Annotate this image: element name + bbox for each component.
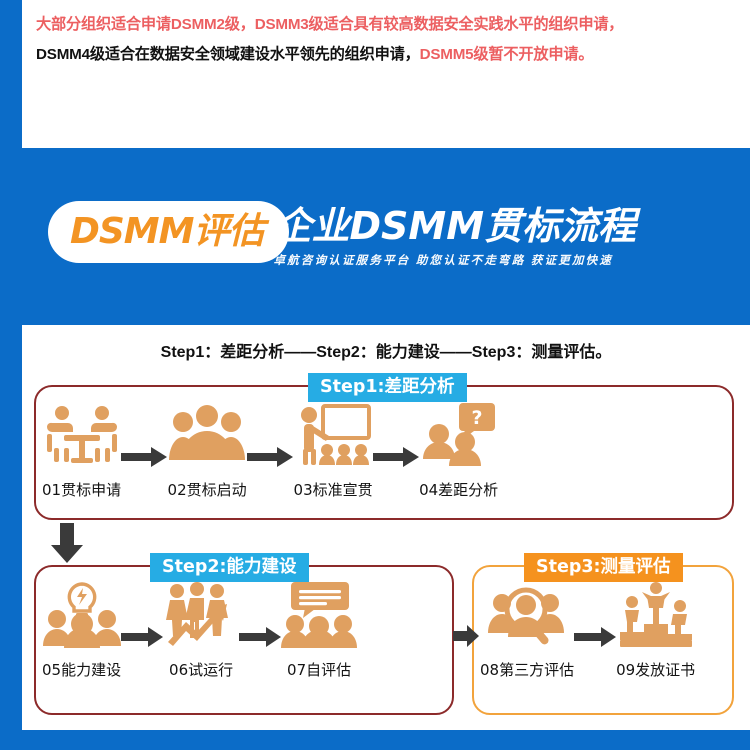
people-growth-arrow-icon xyxy=(163,577,239,653)
arrow-right-icon xyxy=(239,627,282,652)
step2-badge: Step2:能力建设 xyxy=(150,553,309,582)
banner-title: 企业DSMM贯标流程 xyxy=(273,204,637,248)
people-question-icon: ? xyxy=(421,397,497,473)
podium-winners-icon xyxy=(618,577,694,653)
flow-item: 07自评估 xyxy=(281,577,358,680)
flow-item: ? 04差距分析 xyxy=(419,397,498,500)
flow-item-label: 02贯标启动 xyxy=(167,481,247,499)
step1-badge: Step1:差距分析 xyxy=(308,373,467,402)
flow-item: 02贯标启动 xyxy=(167,397,247,500)
notice-line-1: 大部分组织适合申请DSMM2级，DSMM3级适合具有较高数据安全实践水平的组织申… xyxy=(36,10,736,40)
flow-item-label: 06试运行 xyxy=(169,661,234,679)
presentation-training-icon xyxy=(293,397,373,473)
banner-content: DSMM评估 企业DSMM贯标流程 卓航咨询认证服务平台 助您认证不走弯路 获证… xyxy=(48,201,636,268)
step1-items: 01贯标申请 xyxy=(42,397,726,500)
arrow-down-icon xyxy=(50,523,84,568)
flow-item-label: 05能力建设 xyxy=(42,661,122,679)
notice-line-2: DSMM4级适合在数据安全领域建设水平领先的组织申请，DSMM5级暂不开放申请。 xyxy=(36,40,736,70)
flow-item-label: 04差距分析 xyxy=(419,481,499,499)
arrow-right-icon xyxy=(574,627,617,652)
arrow-right-icon xyxy=(121,446,168,473)
notice-line-2-black-text: DSMM4级适合在数据安全领域建设水平领先的组织申请， xyxy=(36,46,420,63)
flow-item: 09发放证书 xyxy=(616,577,695,680)
banner-subtitle: 卓航咨询认证服务平台 助您认证不走弯路 获证更加快速 xyxy=(273,255,614,267)
notice-text-block: 大部分组织适合申请DSMM2级，DSMM3级适合具有较高数据安全实践水平的组织申… xyxy=(22,0,750,70)
flow-item-label: 01贯标申请 xyxy=(42,481,122,499)
lightbulb-people-icon xyxy=(42,577,121,653)
meeting-table-icon xyxy=(44,397,120,473)
step3-items: 08第三方评估 xyxy=(480,577,726,680)
banner-title-group: 企业DSMM贯标流程 卓航咨询认证服务平台 助您认证不走弯路 获证更加快速 xyxy=(273,201,636,268)
arrow-right-icon xyxy=(247,446,294,473)
svg-text:?: ? xyxy=(471,407,482,429)
flow-item: 06试运行 xyxy=(163,577,239,680)
arrow-right-icon xyxy=(453,625,479,652)
flow-card: Step1：差距分析——Step2：能力建设——Step3：测量评估。 Step… xyxy=(22,325,750,730)
magnifier-people-icon xyxy=(488,577,566,653)
flow-item: 05能力建设 xyxy=(42,577,121,680)
step3-badge: Step3:测量评估 xyxy=(524,553,683,582)
notice-card: 大部分组织适合申请DSMM2级，DSMM3级适合具有较高数据安全实践水平的组织申… xyxy=(22,0,750,148)
flow-item-label: 03标准宣贯 xyxy=(293,481,373,499)
notice-line-1-text: 大部分组织适合申请DSMM2级，DSMM3级适合具有较高数据安全实践水平的组织申… xyxy=(36,16,624,33)
flow-heading: Step1：差距分析——Step2：能力建设——Step3：测量评估。 xyxy=(160,344,612,361)
flow-item: 03标准宣贯 xyxy=(293,397,373,500)
flow-item-label: 09发放证书 xyxy=(616,661,696,679)
dsmm-logo-pill: DSMM评估 xyxy=(48,201,290,263)
notice-line-2-red-text: DSMM5级暂不开放申请。 xyxy=(419,46,594,63)
brand-banner: DSMM评估 企业DSMM贯标流程 卓航咨询认证服务平台 助您认证不走弯路 获证… xyxy=(0,148,750,325)
flow-item-label: 07自评估 xyxy=(287,661,352,679)
flow-item: 08第三方评估 xyxy=(480,577,574,680)
step2-items: 05能力建设 xyxy=(42,577,446,680)
flow-item: 01贯标申请 xyxy=(42,397,121,500)
dsmm-logo-text: DSMM评估 xyxy=(70,210,264,252)
people-group-icon xyxy=(167,397,247,473)
flow-item-label: 08第三方评估 xyxy=(480,661,575,679)
arrow-right-icon xyxy=(121,627,164,652)
speech-bubble-people-icon xyxy=(281,577,358,653)
arrow-right-icon xyxy=(373,446,420,473)
